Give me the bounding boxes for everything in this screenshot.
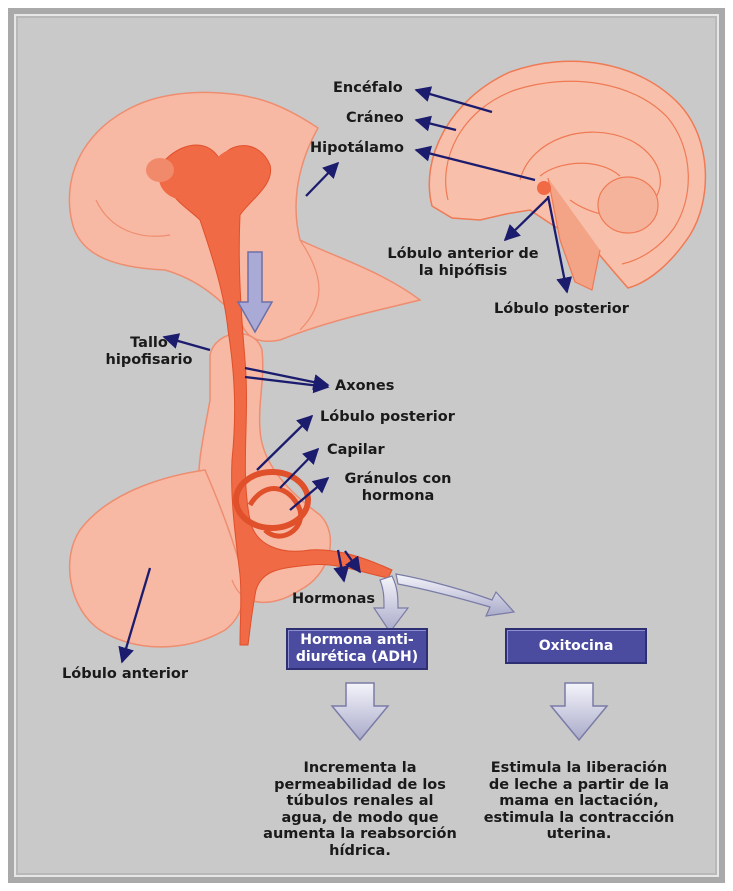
label-tallo-hipofisario: Tallo hipofisario — [94, 335, 204, 369]
label-lobulo-anterior-hipofisis: Lóbulo anterior de la hipófisis — [378, 246, 548, 280]
down-arrow-oxitocina-icon — [551, 683, 607, 740]
label-lobulo-posterior: Lóbulo posterior — [320, 409, 455, 426]
label-lobulo-anterior: Lóbulo anterior — [62, 666, 188, 683]
label-capilar: Capilar — [327, 442, 385, 459]
down-arrow-adh-icon — [332, 683, 388, 740]
pointer-hypothalamus — [306, 163, 338, 196]
description-adh: Incrementa la permeabilidad de los túbul… — [250, 760, 470, 859]
hormone-box-adh: Hormona anti- diurética (ADH) — [286, 628, 428, 670]
hormone-box-oxitocina: Oxitocina — [505, 628, 647, 664]
label-granulos-hormona: Gránulos con hormona — [333, 471, 463, 505]
label-craneo: Cráneo — [346, 110, 404, 127]
label-lobulo-posterior-top: Lóbulo posterior — [494, 301, 629, 318]
label-hipotalamo: Hipotálamo — [310, 140, 404, 157]
description-oxitocina: Estimula la liberación de leche a partir… — [474, 760, 684, 843]
release-arrows — [374, 574, 514, 632]
label-hormonas: Hormonas — [292, 591, 375, 608]
label-axones: Axones — [335, 378, 394, 395]
label-encefalo: Encéfalo — [333, 80, 403, 97]
pointer-lobulo-posterior — [257, 416, 312, 470]
